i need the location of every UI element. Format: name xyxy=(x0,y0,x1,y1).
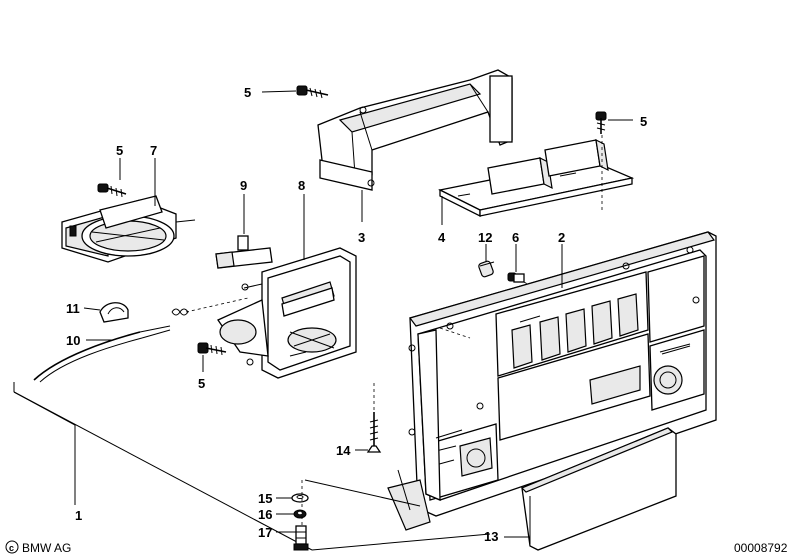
callout-9: 9 xyxy=(240,178,247,193)
callout-5-left: 5 xyxy=(116,143,123,158)
spring xyxy=(171,308,189,316)
washer-part-15 xyxy=(291,493,309,503)
callout-10: 10 xyxy=(66,333,80,348)
callout-5-right: 5 xyxy=(640,114,647,129)
callout-14: 14 xyxy=(336,443,351,458)
callout-16: 16 xyxy=(258,507,272,522)
screw-5-bottom xyxy=(197,342,227,356)
switch-part-9 xyxy=(215,235,273,269)
callout-12: 12 xyxy=(478,230,492,245)
callout-5-bottom: 5 xyxy=(198,376,205,391)
bolt-part-17 xyxy=(293,525,309,551)
assembly-outline-part-1 xyxy=(13,382,491,551)
callout-7: 7 xyxy=(150,143,157,158)
leader-5-top xyxy=(261,90,297,93)
callout-4: 4 xyxy=(438,230,446,245)
leader-11 xyxy=(83,307,101,311)
bulb-part-6 xyxy=(507,272,525,283)
callout-17: 17 xyxy=(258,525,272,540)
copyright-symbol-glyph: c xyxy=(9,543,14,553)
cover-plate-part-13 xyxy=(520,427,677,551)
callout-1: 1 xyxy=(75,508,82,523)
control-unit-part-7 xyxy=(61,195,196,263)
screw-part-14 xyxy=(366,412,382,453)
screw-5-left xyxy=(97,183,127,198)
callout-5-top: 5 xyxy=(244,85,251,100)
callout-15: 15 xyxy=(258,491,272,506)
callout-11: 11 xyxy=(66,301,80,316)
screw-5-right xyxy=(595,111,607,134)
screw-5-top xyxy=(296,85,329,99)
control-module-part-8 xyxy=(217,247,357,379)
washer-part-16 xyxy=(293,509,307,519)
circuit-board-part-4 xyxy=(438,138,635,218)
dashboard-panel-part-2 xyxy=(387,231,717,531)
cable-part-10 xyxy=(33,325,171,383)
callout-6: 6 xyxy=(512,230,519,245)
drawing-number: 00008792 xyxy=(734,541,788,555)
callout-13: 13 xyxy=(484,529,498,544)
copyright-mark: c xyxy=(5,540,19,554)
bulb-part-12 xyxy=(478,260,495,278)
clip-part-11 xyxy=(99,302,129,323)
bracket-part-3 xyxy=(317,69,513,191)
brand-label: BMW AG xyxy=(22,541,71,555)
callout-3: 3 xyxy=(358,230,365,245)
callout-2: 2 xyxy=(558,230,565,245)
callout-8: 8 xyxy=(298,178,305,193)
